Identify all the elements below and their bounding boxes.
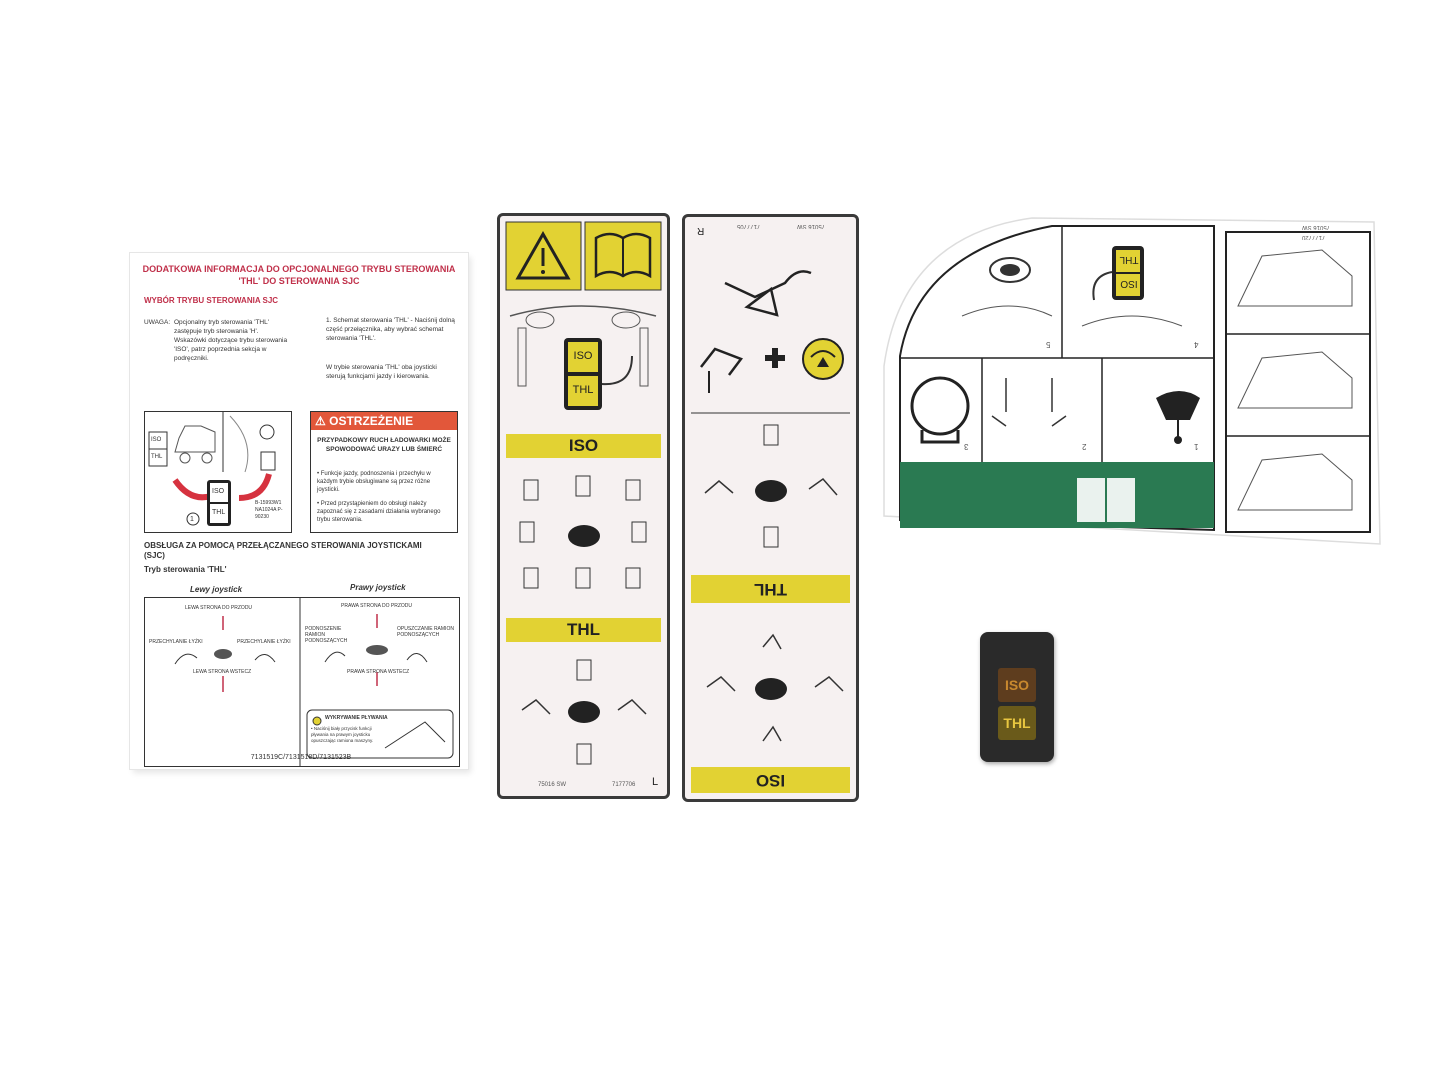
label-left-iso-band: ISO [506, 434, 661, 458]
decal-drawing [883, 217, 1381, 545]
label-right-thl-band: THL [691, 575, 850, 603]
left-joystick-title: Lewy joystick [190, 585, 243, 594]
note-label: UWAGA: [144, 319, 171, 326]
warning-bullet-one: • Funkcje jazdy, podnoszenia i przechyłu… [317, 471, 431, 493]
label-right-drawing [691, 270, 850, 742]
decal-code-two: 7177720 [1302, 234, 1326, 240]
figure-thl-small: THL [151, 454, 163, 460]
label-right-iso-band: ISO [691, 767, 850, 793]
figure-number: 1 [190, 516, 194, 523]
decal-number-four: 4 [1194, 340, 1199, 349]
warning-text: PRZYPADKOWY RUCH ŁADOWARKI MOŻE SPOWODOW… [317, 437, 451, 453]
left-bottom-label: LEWA STRONA WSTECZ [193, 669, 252, 675]
figure-codes: B-15993W1 NA1024A P-90230 [255, 500, 283, 520]
warning-box: ⚠ OSTRZEŻENIE PRZYPADKOWY RUCH ŁADOWARKI… [310, 411, 458, 533]
decal-switch-iso: ISO [1120, 278, 1138, 289]
left-left-label: PRZECHYLANIE ŁYŻKI [149, 639, 203, 645]
step-one-text: 1. Schemat sterowania 'THL' - Naciśnij d… [326, 317, 455, 342]
left-right-label: PRZECHYLANIE ŁYŻKI [237, 639, 291, 645]
control-label-left: ISO THL ISO THL 75016 SW 7177706 L [497, 213, 670, 799]
right-bottom-label: PRAWA STRONA WSTECZ [347, 669, 410, 675]
label-left-switch-thl: THL [572, 384, 594, 396]
decal-number-two: 2 [1082, 442, 1087, 451]
sheet-header: DODATKOWA INFORMACJA DO OPCJONALNEGO TRY… [142, 264, 456, 286]
label-left-code-one: 75016 SW [538, 782, 567, 788]
warning-bullet-two: • Przed przystąpieniem do obsługi należy… [317, 501, 441, 523]
label-right-code-two: 7177705 [737, 223, 761, 229]
note-text: Opcjonalny tryb sterowania 'THL' zastępu… [174, 319, 288, 362]
right-right-label: OPUSZCZANIE RAMION PODNOSZĄCYCH [397, 626, 454, 638]
label-left-thl-band: THL [506, 618, 661, 642]
float-text: • Naciśnij biały przycisk funkcji pływan… [311, 726, 374, 743]
decal-switch-thl: THL [1119, 254, 1139, 265]
label-right-side: R [697, 225, 705, 236]
figure-thl: THL [212, 509, 226, 516]
decal-number-three: 3 [964, 442, 969, 451]
mode-switch-figure: ISO THL ISO THL 1 B-15993W1 NA1024A P-90… [144, 411, 292, 533]
decal-number-five: 5 [1046, 340, 1051, 349]
switch-iso-button[interactable]: ISO [998, 668, 1036, 702]
joystick-diagram: LEWA STRONA DO PRZODU PRZECHYLANIE ŁYŻKI… [144, 597, 460, 767]
label-left-code-two: 7177706 [612, 782, 636, 788]
label-left-side: L [652, 776, 659, 788]
left-top-label: LEWA STRONA DO PRZODU [185, 605, 253, 611]
warning-triangle-icon: ⚠ [315, 414, 326, 428]
figure-iso: ISO [212, 488, 225, 495]
label-left-drawing [505, 221, 662, 765]
instruction-decal: THL ISO 7177720 75016 SW 5 4 3 2 1 [882, 216, 1382, 546]
figure-iso-small: ISO [151, 437, 162, 443]
switch-thl-button[interactable]: THL [998, 706, 1036, 740]
label-left-switch-iso: ISO [573, 350, 593, 362]
section-two-title: OBSŁUGA ZA POMOCĄ PRZEŁĄCZANEGO STEROWAN… [144, 541, 422, 560]
right-left-label: PODNOSZENIE RAMION PODNOSZĄCYCH [305, 626, 348, 644]
warning-title: OSTRZEŻENIE [329, 414, 414, 428]
label-right-code-one: 75016 SW [797, 223, 826, 229]
decal-code-one: 75016 SW [1302, 224, 1331, 230]
part-number: 7131519C/7131518D/7131523B [250, 754, 352, 761]
right-top-label: PRAWA STRONA DO PRZODU [341, 603, 413, 609]
joystick-drawing [174, 598, 454, 766]
decal-number-one: 1 [1194, 442, 1199, 451]
mode-title: Tryb sterowania 'THL' [144, 565, 227, 574]
mode-rocker-switch[interactable]: ISO THL [980, 632, 1054, 762]
instruction-sheet: DODATKOWA INFORMACJA DO OPCJONALNEGO TRY… [130, 253, 468, 769]
float-title: WYKRYWANIE PŁYWANIA [325, 715, 388, 721]
step-two-text: W trybie sterowania 'THL' oba joysticki … [326, 364, 437, 380]
figure-drawing [148, 412, 276, 526]
control-label-right: R 7177705 75016 SW THL ISO [682, 214, 859, 802]
sheet-subheader: WYBÓR TRYBU STEROWANIA SJC [144, 296, 279, 305]
right-joystick-title: Prawy joystick [350, 583, 406, 592]
